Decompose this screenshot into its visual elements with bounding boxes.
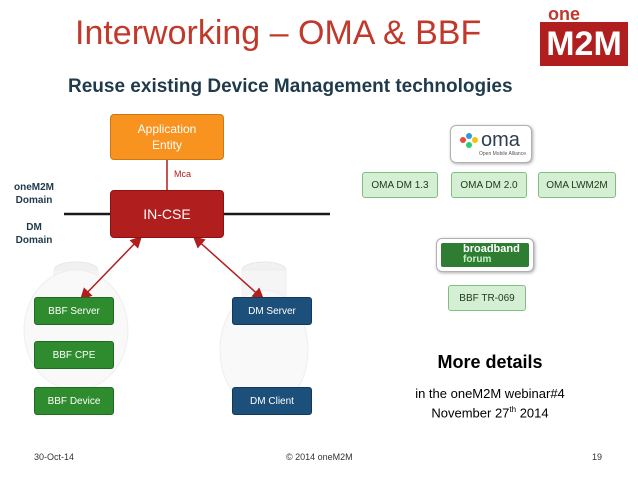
bbf-cylinder-icon bbox=[23, 261, 129, 391]
bbf-device-box: BBF Device bbox=[34, 387, 114, 415]
slide-subtitle: Reuse existing Device Management technol… bbox=[68, 76, 513, 97]
in-cse-box: IN-CSE bbox=[110, 190, 224, 238]
bbf-cpe-box: BBF CPE bbox=[34, 341, 114, 369]
oma-logo-subtext: Open Mobile Alliance bbox=[479, 151, 526, 157]
footer-copyright: © 2014 oneM2M bbox=[286, 452, 353, 462]
onem2m-logo-m2m: M2M bbox=[540, 22, 628, 66]
oma-logo-text: oma bbox=[481, 129, 520, 151]
mca-label: Mca bbox=[174, 169, 192, 179]
onem2m-logo-top: one bbox=[548, 4, 581, 24]
footer-date: 30-Oct-14 bbox=[34, 452, 75, 462]
oma-logo-icon bbox=[460, 133, 478, 148]
bbf-logo-line2: forum bbox=[463, 254, 492, 265]
arrow-incse-bbf bbox=[79, 235, 143, 301]
slide-title: Interworking – OMA & BBF bbox=[75, 14, 482, 52]
onem2m-domain-label: oneM2M Domain bbox=[14, 182, 54, 206]
oma-dm-13-box: OMA DM 1.3 bbox=[362, 172, 438, 198]
arrow-incse-dm bbox=[192, 235, 265, 301]
dm-domain-label: DM Domain bbox=[15, 222, 53, 246]
webinar-date: November 27th 2014 bbox=[431, 405, 549, 421]
oma-lwm2m-box: OMA LWM2M bbox=[538, 172, 616, 198]
oma-dm-20-box: OMA DM 2.0 bbox=[451, 172, 527, 198]
footer-page-number: 19 bbox=[592, 452, 603, 462]
dm-client-box: DM Client bbox=[232, 387, 312, 415]
bbf-server-box: BBF Server bbox=[34, 297, 114, 325]
bbf-logo-icon bbox=[441, 243, 529, 267]
application-entity-box: Application Entity bbox=[110, 114, 224, 160]
bbf-logo-line1: broadband bbox=[463, 243, 520, 255]
bbf-logo: broadband forum bbox=[436, 238, 534, 272]
oma-logo: oma Open Mobile Alliance bbox=[450, 125, 532, 163]
dm-server-box: DM Server bbox=[232, 297, 312, 325]
webinar-line: in the oneM2M webinar#4 bbox=[415, 386, 565, 401]
more-details-heading: More details bbox=[437, 352, 543, 372]
bbf-tr069-box: BBF TR-069 bbox=[448, 285, 526, 311]
